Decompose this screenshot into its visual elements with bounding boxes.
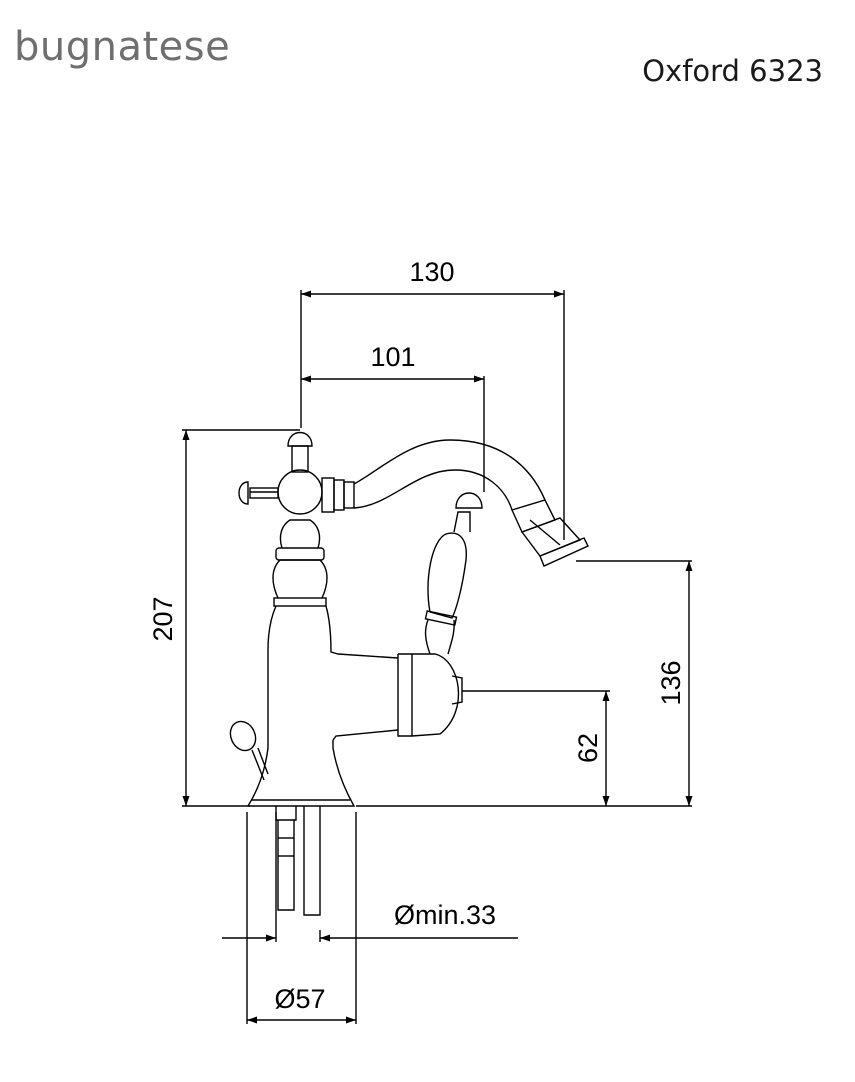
dimension-207 [182,429,300,807]
dimension-136 [356,560,693,807]
brand-logo: bugnatese [14,24,231,70]
dimension-hole [222,812,518,942]
dimension-62 [462,690,610,806]
label-207: 207 [148,596,178,641]
label-hole-diameter: Ømin.33 [394,900,496,930]
dimension-130 [300,290,565,540]
label-101: 101 [370,342,415,372]
label-130: 130 [409,257,454,287]
faucet-outline [229,431,589,916]
dimension-base [246,812,357,1024]
label-136: 136 [656,660,686,705]
model-title: Oxford 6323 [642,54,823,88]
dimension-101 [301,375,485,492]
label-base-diameter: Ø57 [274,984,325,1014]
label-62: 62 [573,733,603,763]
